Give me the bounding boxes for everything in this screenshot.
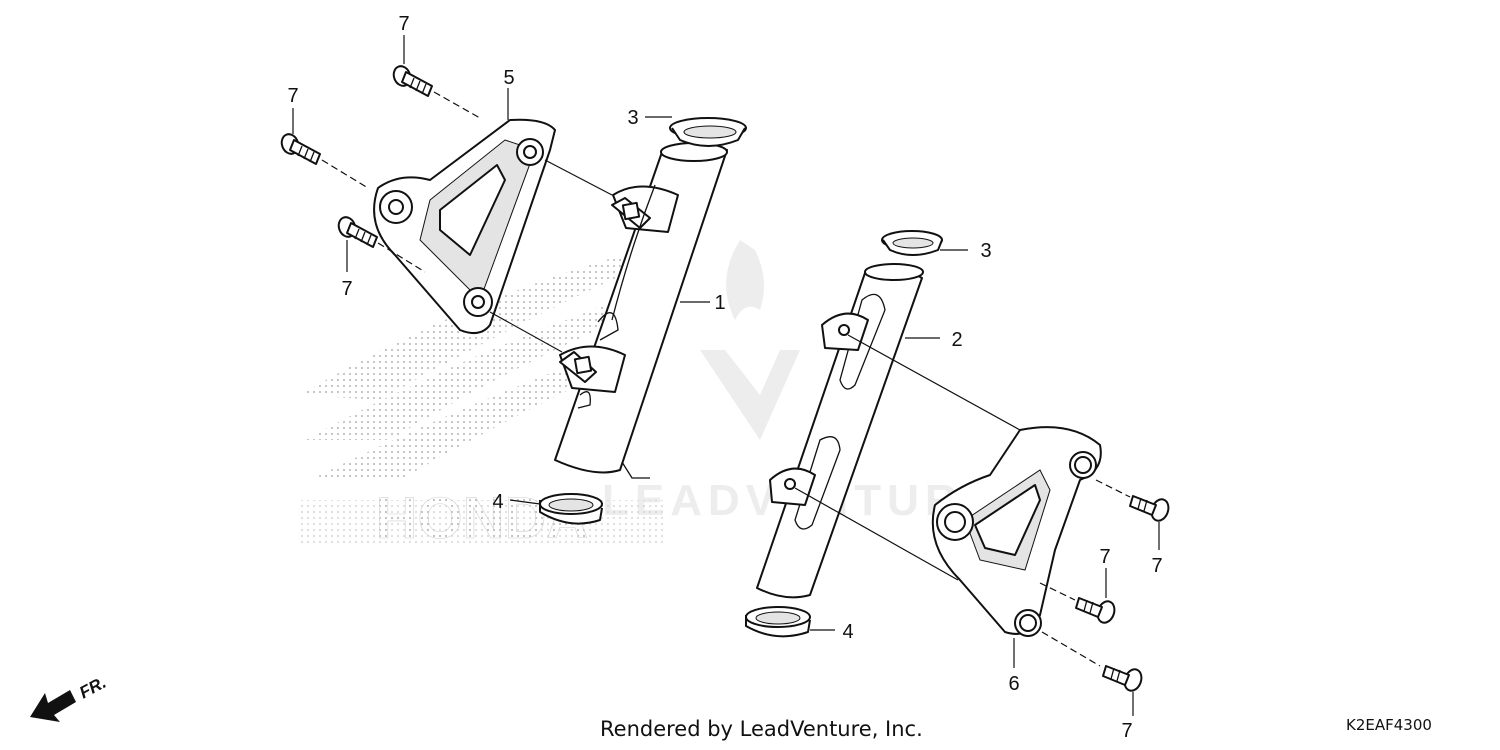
bolt-lower-right-middle [1075,597,1116,624]
callout-3: 3 [980,240,991,262]
grommet-top-left [669,117,747,147]
callout-4: 4 [842,621,853,643]
callout-7: 7 [1151,555,1162,577]
bolt-lower-right-bottom [1102,665,1143,692]
callout-1: 1 [714,292,725,314]
leader-lines [292,35,1160,716]
callout-4: 4 [492,491,503,513]
callout-2: 2 [951,329,962,351]
render-credit: Rendered by LeadVenture, Inc. [600,717,923,741]
callout-7: 7 [398,13,409,35]
front-direction-arrow: FR. [30,673,109,722]
callout-7: 7 [341,278,352,300]
callout-7: 7 [287,85,298,107]
callout-5: 5 [503,67,514,89]
grommet-bottom-right [745,606,811,638]
fork-cover-left [554,142,728,479]
diagram-code: K2EAF4300 [1346,716,1432,734]
front-direction-label: FR. [76,673,109,703]
bolt-upper-lower [337,216,378,248]
bolt-upper-left [280,133,321,165]
callout-3: 3 [627,107,638,129]
fork-bracket-upper-left [373,118,556,335]
grommet-top-right [881,230,943,256]
callout-6: 6 [1008,673,1019,695]
fork-cover-right [756,263,924,599]
fork-bracket-lower-right [931,426,1102,637]
bolt-upper-top [392,65,433,97]
grommet-bottom-left [539,493,603,525]
bolt-lower-right-top [1129,495,1170,522]
callout-7: 7 [1099,546,1110,568]
callout-7: 7 [1121,720,1132,742]
